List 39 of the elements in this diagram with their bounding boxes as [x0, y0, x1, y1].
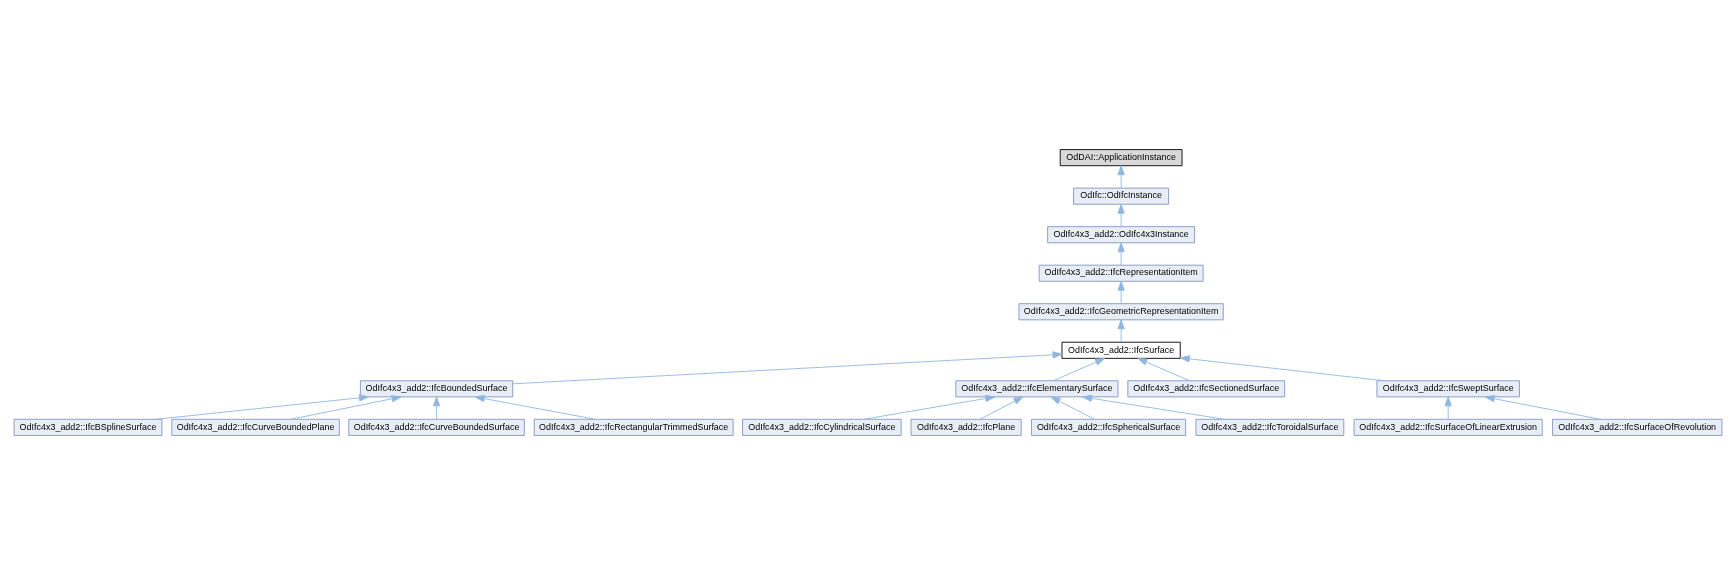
arrow [433, 395, 441, 419]
node-box: OdIfc4x3_add2::IfcSurface [1061, 341, 1181, 359]
arrow [1117, 164, 1125, 188]
arrow [863, 394, 996, 420]
arrow [1137, 357, 1190, 381]
node-box: OdIfc4x3_add2::IfcCurveBoundedSurface [348, 418, 525, 436]
node-box: OdIfc4x3_add2::IfcCurveBoundedPlane [171, 418, 340, 436]
arrow [1117, 280, 1125, 304]
arrow [1082, 394, 1225, 420]
arrow [1117, 241, 1125, 265]
arrow [1179, 354, 1385, 381]
node-box: OdIfc4x3_add2::IfcSurfaceOfRevolution [1552, 418, 1723, 436]
arrow [290, 394, 402, 420]
node-box: OdIfc4x3_add2::IfcRectangularTrimmedSurface [533, 418, 734, 436]
arrow [979, 396, 1024, 420]
node-box: OdDAI::ApplicationInstance [1059, 148, 1183, 166]
node-box: OdIfc4x3_add2::IfcRepresentationItem [1038, 264, 1204, 282]
arrow [1484, 394, 1601, 420]
arrow [1050, 396, 1095, 420]
arrow [1444, 395, 1452, 419]
node-box: OdIfc4x3_add2::IfcSweptSurface [1376, 379, 1520, 397]
arrow [155, 393, 369, 420]
node-box: OdIfc4x3_add2::IfcSectionedSurface [1127, 379, 1286, 397]
node-box: OdIfc4x3_add2::IfcElementarySurface [955, 379, 1119, 397]
node-box: OdIfc4x3_add2::IfcSphericalSurface [1031, 418, 1187, 436]
node-box: OdIfc4x3_add2::IfcPlane [910, 418, 1022, 436]
node-box: OdIfc4x3_add2::IfcBoundedSurface [359, 379, 514, 397]
node-box: OdIfc4x3_add2::IfcGeometricRepresentationItem [1018, 302, 1224, 320]
node-box: OdIfc4x3_add2::OdIfc4x3Instance [1047, 225, 1196, 243]
arrow [1117, 318, 1125, 342]
node-box: OdIfc4x3_add2::IfcSurfaceOfLinearExtrusion [1353, 418, 1543, 436]
arrow [1117, 203, 1125, 227]
node-box: OdIfc4x3_add2::IfcToroidalSurface [1195, 418, 1345, 436]
node-box: OdIfc4x3_add2::IfcBSplineSurface [13, 418, 163, 436]
arrow [512, 350, 1063, 384]
node-box: OdIfc::OdIfcInstance [1073, 187, 1170, 205]
node-box: OdIfc4x3_add2::IfcCylindricalSurface [742, 418, 902, 436]
arrow [474, 394, 596, 420]
arrow [1053, 357, 1105, 381]
